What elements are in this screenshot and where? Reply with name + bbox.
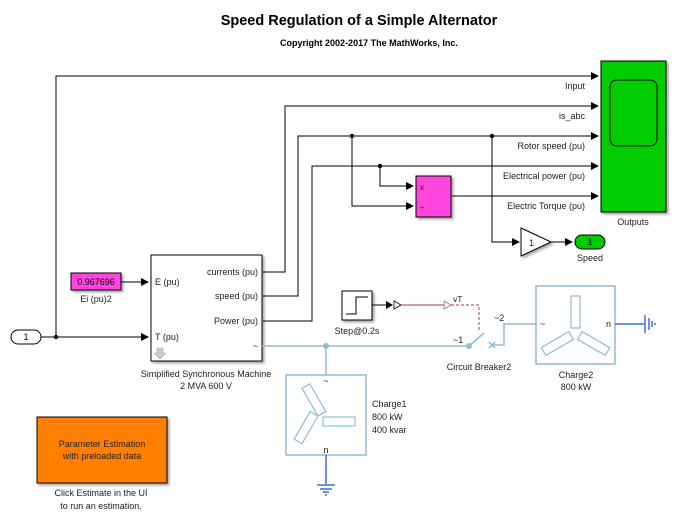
synchronous-machine-block[interactable]: E (pu) T (pu) currents (pu) speed (pu) P… bbox=[150, 254, 263, 362]
machine-port-t: T (pu) bbox=[155, 332, 179, 342]
signal-torque-line[interactable] bbox=[41, 333, 149, 341]
input-inport[interactable]: 1 bbox=[10, 329, 42, 345]
breaker-port-1: ~1 bbox=[453, 335, 463, 345]
wye-load-icon bbox=[293, 382, 356, 445]
gain-block[interactable]: 1 bbox=[520, 227, 553, 257]
signal-electrical-power-line[interactable] bbox=[263, 162, 599, 322]
scope-screen-icon bbox=[609, 79, 658, 147]
power-line-bus[interactable] bbox=[262, 343, 468, 375]
machine-port-currents: currents (pu) bbox=[207, 267, 258, 277]
step-name: Step@0.2s bbox=[335, 326, 380, 336]
scope-name: Outputs bbox=[617, 217, 649, 227]
breaker-port-2: ~2 bbox=[494, 313, 504, 323]
machine-rating: 2 MVA 600 V bbox=[180, 381, 232, 391]
machine-name: Simplified Synchronous Machine bbox=[141, 369, 272, 379]
divide-block[interactable]: x ÷ bbox=[415, 175, 452, 218]
signal-label-electrical-power: Electrical power (pu) bbox=[503, 171, 585, 181]
step-block[interactable] bbox=[341, 290, 373, 321]
divide-port-multiply: x bbox=[420, 183, 424, 192]
constant-name: Ei (pu)2 bbox=[80, 294, 112, 304]
step-converter[interactable] bbox=[372, 300, 452, 310]
estimation-caption-line1: Click Estimate in the UI bbox=[54, 488, 147, 498]
estimation-label-line1: Parameter Estimation bbox=[59, 439, 146, 449]
breaker-control-line bbox=[451, 304, 480, 332]
charge2-rating: 800 kW bbox=[561, 382, 592, 392]
machine-port-speed: speed (pu) bbox=[215, 291, 258, 301]
signal-is-abc-line[interactable] bbox=[263, 102, 599, 273]
model-title: Speed Regulation of a Simple Alternator bbox=[221, 13, 498, 29]
speed-outport-number: 1 bbox=[587, 237, 592, 247]
circuit-breaker-block[interactable]: ~1 ~2 bbox=[453, 313, 536, 349]
machine-port-power: Power (pu) bbox=[214, 316, 258, 326]
machine-port-ac: ~ bbox=[253, 341, 258, 351]
constant-value: 0.967696 bbox=[77, 277, 115, 287]
charge1-reactive-power: 400 kvar bbox=[372, 425, 407, 435]
estimation-caption-line2: to run an estimation. bbox=[60, 501, 142, 511]
charge1-active-power: 800 kW bbox=[372, 412, 403, 422]
charge1-block[interactable]: ~ n bbox=[285, 374, 367, 456]
charge1-port-ac: ~ bbox=[323, 376, 328, 386]
speed-outport[interactable]: 1 bbox=[574, 234, 606, 250]
speed-outport-name: Speed bbox=[577, 253, 603, 263]
copyright-text: Copyright 2002-2017 The MathWorks, Inc. bbox=[280, 38, 458, 48]
signal-label-rotor-speed: Rotor speed (pu) bbox=[517, 141, 585, 151]
breaker-name: Circuit Breaker2 bbox=[447, 362, 512, 372]
ground-icon-right bbox=[615, 315, 656, 333]
charge2-port-n: n bbox=[606, 319, 611, 329]
signal-rotor-speed-line[interactable] bbox=[263, 132, 599, 297]
gain-value: 1 bbox=[529, 238, 534, 248]
signal-label-input: Input bbox=[565, 81, 586, 91]
charge2-port-ac: ~ bbox=[540, 319, 545, 329]
scope-block[interactable] bbox=[600, 60, 667, 213]
divide-port-divide: ÷ bbox=[420, 203, 425, 212]
charge1-name: Charge1 bbox=[372, 399, 407, 409]
charge2-block[interactable]: ~ n bbox=[535, 285, 616, 365]
step-icon bbox=[346, 296, 368, 315]
machine-port-e: E (pu) bbox=[155, 277, 180, 287]
signal-label-electric-torque: Electric Torque (pu) bbox=[507, 201, 585, 211]
goto-tag-vt: vT bbox=[453, 294, 462, 304]
charge2-name: Charge2 bbox=[559, 370, 594, 380]
ground-icon-bottom bbox=[317, 455, 335, 496]
signal-label-is-abc: is_abc bbox=[559, 111, 586, 121]
inport-number: 1 bbox=[23, 332, 28, 342]
down-arrow-icon bbox=[153, 347, 167, 360]
estimation-label-line2: with preloaded data bbox=[62, 451, 142, 461]
wye-load-icon bbox=[540, 295, 611, 357]
parameter-estimation-button[interactable]: Parameter Estimation with preloaded data bbox=[36, 416, 168, 484]
constant-block[interactable]: 0.967696 bbox=[70, 272, 122, 291]
charge1-port-n: n bbox=[323, 445, 328, 455]
